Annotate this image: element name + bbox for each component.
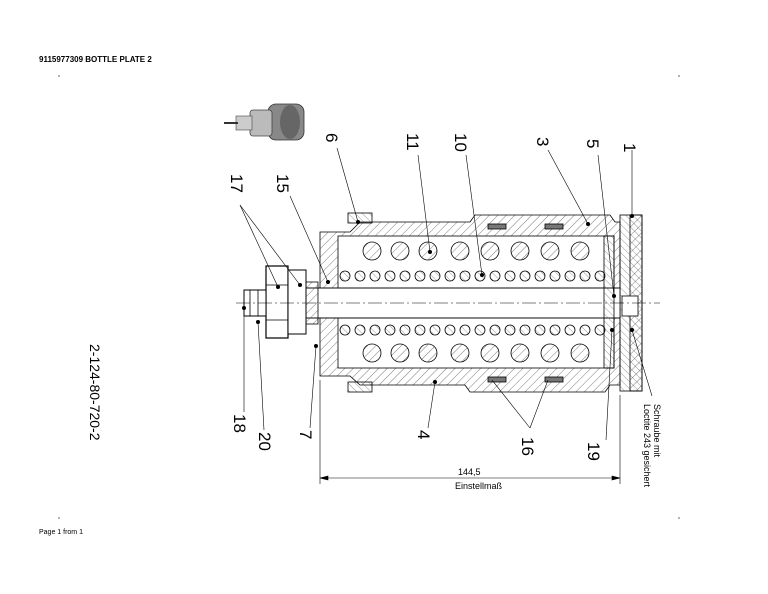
callout-3: 3 [533,137,552,146]
callout-10: 10 [451,133,470,152]
leader-lines [239,147,653,441]
assembly-section [236,212,660,393]
note-line-2: Loctite 243 gesichert [642,404,652,488]
page-footer: Page 1 from 1 [39,529,83,536]
drawing-number: 2-124-80-720-2 [87,344,103,441]
document-title: 9115977309 BOTTLE PLATE 2 [39,55,152,64]
note-line-1: Schraube mit [652,404,662,458]
thumbnail-3d-view [224,103,305,141]
callout-19: 19 [584,442,603,461]
dimension-value: 144,5 [458,467,481,477]
callout-17: 17 [227,174,246,193]
callout-numbers: 6 11 10 3 5 1 17 15 18 20 7 4 16 19 [227,133,639,461]
callout-5: 5 [583,139,602,148]
callout-1: 1 [620,143,639,152]
dimension-line [319,380,621,484]
sheet-corner-marks [58,75,680,519]
callout-11: 11 [403,133,422,151]
callout-15: 15 [273,174,292,193]
callout-20: 20 [255,432,274,451]
callout-6: 6 [322,133,341,142]
leader-dots [242,214,634,384]
callout-7: 7 [296,430,315,439]
callout-16: 16 [518,437,537,456]
callout-18: 18 [230,414,249,433]
dimension-label: Einstellmaß [455,481,503,491]
callout-4: 4 [414,430,433,439]
